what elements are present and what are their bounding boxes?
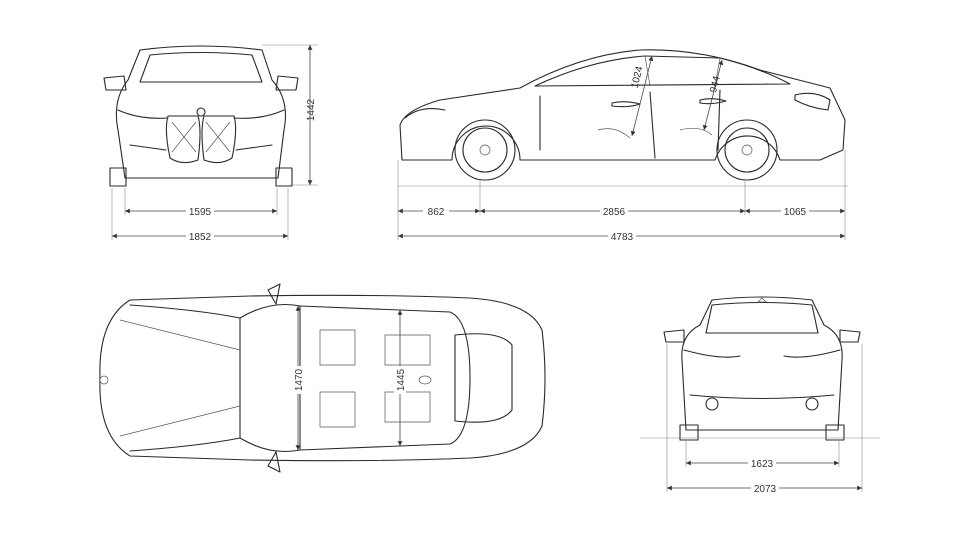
width-mirrors-label: 2073 xyxy=(754,484,777,495)
front-headroom-label: 1024 xyxy=(630,65,646,90)
length-label: 4783 xyxy=(611,232,634,243)
rear-view: 1623 2073 xyxy=(640,296,880,495)
width-label: 1852 xyxy=(189,232,212,243)
rear-shoulder-label: 1445 xyxy=(396,368,407,391)
front-shoulder-label: 1470 xyxy=(294,368,305,391)
rear-headroom-label: 944 xyxy=(708,75,723,94)
side-view: 1024 944 862 2856 1065 4783 xyxy=(397,49,848,243)
height-label: 1442 xyxy=(306,98,317,121)
wheelbase-label: 2856 xyxy=(603,207,626,218)
rear-track-label: 1623 xyxy=(751,459,774,470)
front-view: 1595 1852 1442 xyxy=(103,44,318,243)
dimension-line-rear-headroom xyxy=(702,59,724,131)
front-overhang-label: 862 xyxy=(428,207,445,218)
dimension-line-front-headroom xyxy=(630,55,654,137)
top-view: 1470 1445 xyxy=(99,283,546,473)
rear-overhang-label: 1065 xyxy=(784,207,807,218)
front-track-label: 1595 xyxy=(189,207,212,218)
